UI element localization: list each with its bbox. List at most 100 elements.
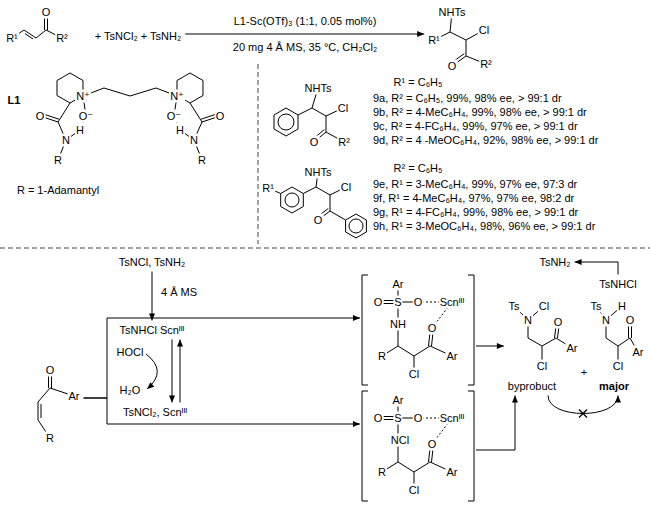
atom-label: R²	[479, 58, 493, 71]
atom-label: NHTs	[438, 6, 467, 19]
reagent-text: TsNHCl	[595, 275, 640, 294]
aromatic-circle	[349, 219, 363, 233]
result-line: 9e, R¹ = 3-MeC₆H₄, 99%, 97% ee, 97:3 dr	[372, 178, 578, 191]
result-line: 9g, R¹ = 4-FC₆H₄, 99%, 98% ee, > 99:1 dr	[372, 206, 579, 219]
atom-label: TsNHCl	[598, 278, 637, 291]
atom-label: O	[413, 412, 424, 425]
result-line: 9h, R¹ = 3-MeOC₆H₄, 98%, 96% ee, > 99:1 …	[372, 220, 596, 233]
reactant-structure: R¹OR²+ TsNCl₂ + TsNH₂	[2, 3, 185, 48]
atom-label: O⁻	[166, 110, 182, 123]
arrow-head	[177, 340, 183, 347]
atom-label: TsNH₂	[538, 256, 571, 269]
reagent-label: HOCl	[116, 346, 145, 359]
atom-label: R²	[337, 136, 351, 149]
atom-label: Scnᴵᴵᴵ	[439, 296, 465, 309]
reagent-text: TsNH₂	[535, 253, 574, 272]
bracket-line	[362, 391, 474, 501]
byproduct-bonds	[514, 306, 572, 366]
atom-label: Cl	[337, 102, 349, 115]
atom-label: Ar	[392, 278, 405, 291]
reaction-arrow	[185, 31, 424, 37]
arrow-line	[152, 272, 153, 321]
atom-label: Ar	[446, 350, 459, 363]
atom-label: major	[598, 380, 630, 393]
atom-label: S	[393, 412, 402, 425]
atom-label: Cl	[612, 360, 624, 373]
section-divider	[258, 64, 259, 244]
substituent-note: R¹ = C₆H₅	[393, 76, 444, 89]
arrow-head	[353, 315, 360, 321]
atom-label: R	[197, 154, 207, 167]
atom-label: N⁺	[75, 90, 91, 103]
atom-label: Ar	[68, 390, 81, 403]
atom-label: NHTs	[304, 82, 333, 95]
arrow-head	[575, 259, 582, 265]
atom-label: TsNCl₂, Scnᴵᴵᴵ	[122, 406, 188, 419]
major-product-structure: TsNHClOArmajor	[587, 297, 648, 396]
reaction-condition: 20 mg 4 Å MS, 35 °C, CH₂Cl₂	[232, 41, 378, 54]
aromatic-circle	[285, 193, 299, 207]
aromatic-circle	[278, 114, 294, 130]
atom-label: R¹	[5, 32, 19, 45]
product-bonds	[298, 88, 344, 142]
atom-label: R	[45, 432, 55, 445]
blocked-mark	[579, 410, 587, 418]
transition-state: ArOSOScnᴵᴵᴵNHRClOAr	[360, 274, 476, 386]
reagent-text: TsNCl₂, Scnᴵᴵᴵ	[119, 403, 191, 422]
atom-label: Cl	[478, 24, 490, 37]
atom-label: O	[625, 314, 636, 327]
atom-label: R	[377, 466, 387, 479]
reaction-arrow	[84, 398, 361, 427]
reaction-arrow	[575, 259, 618, 275]
reaction-arrow	[476, 343, 504, 349]
atom-label: O	[447, 60, 458, 73]
arrow-line	[84, 398, 361, 424]
atom-label: O	[553, 316, 564, 329]
atom-label: Cl	[536, 360, 548, 373]
arrow-line	[548, 396, 618, 414]
transition-state: ArOSOScnᴵᴵᴵNClRClOAr	[360, 390, 476, 502]
reaction-arrow	[177, 340, 183, 403]
atom-label: NCl	[390, 434, 410, 447]
reagent-label: H₂O	[119, 384, 142, 397]
enone-bonds	[38, 370, 74, 438]
atom-label: O	[373, 296, 384, 309]
arrow-head	[417, 31, 424, 37]
product-structure: NHTsR¹ClOR²	[424, 3, 496, 76]
atom-label: NHTs	[304, 166, 333, 179]
substituent-note: R² = C₆H₅	[393, 162, 444, 175]
atom-label: R²	[55, 32, 69, 45]
atom-label: H	[617, 300, 627, 313]
atom-label: Ar	[446, 466, 459, 479]
atom-label: Cl	[340, 181, 352, 194]
arrow-line	[84, 318, 361, 398]
atom-label: S	[393, 296, 402, 309]
atom-label: R	[53, 154, 63, 167]
atom-label: byprobuct	[507, 380, 557, 393]
plus-sign: +	[580, 366, 588, 379]
reaction-arrow	[84, 315, 361, 398]
atom-label: N	[61, 134, 71, 147]
atom-label: O	[45, 364, 56, 377]
atom-label: TsNCl, TsNH₂	[118, 256, 186, 269]
atom-label: Ar	[632, 346, 645, 359]
atom-label: R¹	[261, 182, 275, 195]
reaction-arrow	[169, 340, 175, 403]
curved-arrow	[146, 354, 157, 389]
arrow-head	[169, 396, 175, 403]
reaction-arrow	[548, 396, 621, 418]
edge-label: 4 Å MS	[160, 286, 198, 299]
atom-label: N	[189, 134, 199, 147]
atom-label: O	[309, 136, 320, 149]
compound-number: L1	[7, 94, 22, 107]
atom-label: H	[175, 124, 185, 137]
atom-label: TsNHCl Scnᴵᴵᴵ	[119, 324, 186, 337]
reaction-arrow	[476, 396, 518, 451]
reaction-arrow	[149, 272, 155, 321]
atom-label: O	[35, 110, 46, 123]
arrow-head	[615, 396, 621, 403]
arrow-line	[476, 396, 515, 451]
atom-label: O	[313, 214, 324, 227]
result-line: 9c, R² = 4-FC₆H₄, 99%, 97% ee, > 99:1 dr	[372, 120, 579, 133]
